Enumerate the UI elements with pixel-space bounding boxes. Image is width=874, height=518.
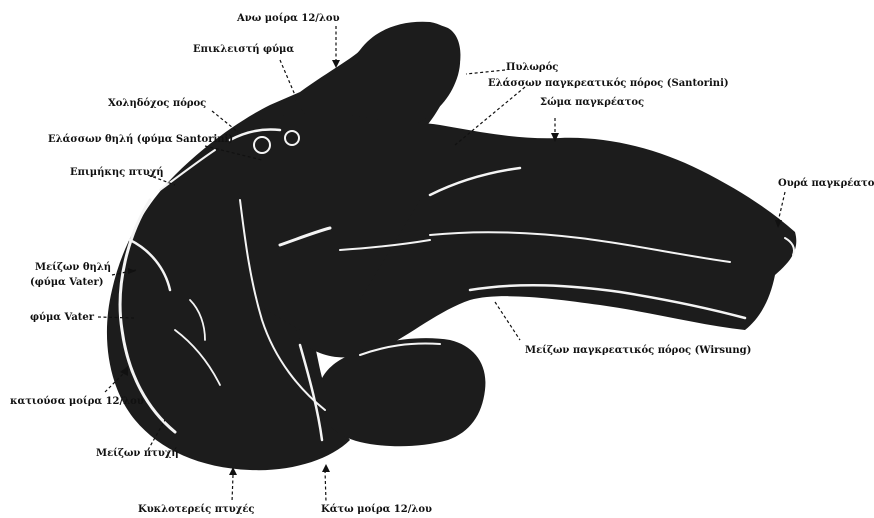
label-major-papilla: Μείζων θηλή (35, 262, 111, 273)
label-circular-folds: Κυκλοτερείς πτυχές (138, 504, 254, 515)
label-epikleisti: Επικλειστή φύμα (193, 44, 294, 55)
label-vater-tubercle: φύμα Vater (30, 312, 95, 323)
label-pancreas-body: Σώμα παγκρέατος (540, 97, 644, 108)
label-minor-papilla: Ελάσσων θηλή (φύμα Santorini) (48, 134, 233, 145)
label-wirsung-duct: Μείζων παγκρεατικός πόρος (Wirsung) (525, 345, 751, 356)
label-pylorus: Πυλωρός (506, 62, 558, 73)
label-descending-duodenum: κατιούσα μοίρα 12/λου (10, 396, 144, 407)
label-upper-duodenum: Ανω μοίρα 12/λου (236, 13, 340, 24)
label-lower-duodenum: Κάτω μοίρα 12/λου (321, 504, 432, 515)
label-santorini-duct: Ελάσσων παγκρεατικός πόρος (Santorini) (488, 78, 729, 89)
label-pancreas-tail: Ουρά παγκρέατος (778, 178, 874, 189)
label-major-fold: Μείζων πτυχή (96, 448, 179, 459)
label-bile-duct: Χοληδόχος πόρος (108, 98, 206, 109)
label-longitudinal-fold: Επιμήκης πτυχή (70, 167, 164, 178)
organ-silhouette (107, 22, 796, 470)
label-major-papilla-vater: (φύμα Vater) (30, 277, 104, 288)
